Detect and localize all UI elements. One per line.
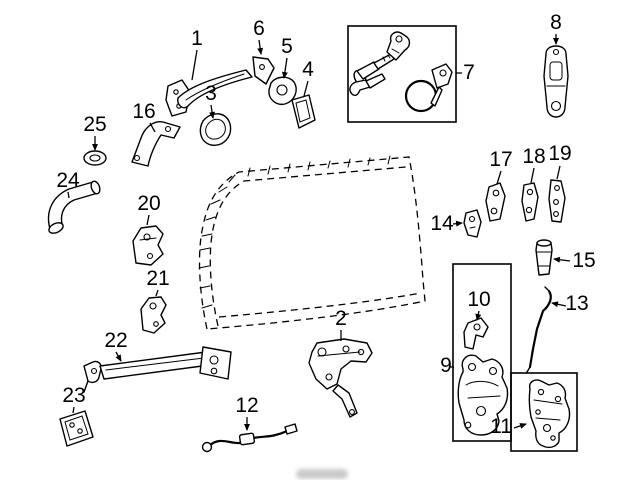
callout-7: 7 <box>463 61 475 84</box>
part-exterior-door-handle: 1 <box>165 27 253 117</box>
callout-4: 4 <box>302 58 314 81</box>
part-handle-carrier: 2 <box>308 307 373 418</box>
callout-8: 8 <box>550 11 562 34</box>
callout-9: 9 <box>440 354 452 377</box>
callout-15: 15 <box>572 249 595 272</box>
group-door-lock: 10 9 <box>440 263 512 442</box>
callout-11: 11 <box>490 415 512 438</box>
part-lock-plate-19: 19 <box>548 142 572 223</box>
part-handle-cap: 5 <box>268 35 297 106</box>
watermark-artifact <box>296 469 348 479</box>
part-handle-bracket: 6 <box>252 17 275 85</box>
callout-18: 18 <box>522 145 545 168</box>
callout-25: 25 <box>83 113 106 136</box>
group-key-set: 7 <box>347 25 475 123</box>
door-edge-hatching <box>198 155 391 309</box>
callout-10: 10 <box>467 288 490 311</box>
callout-21: 21 <box>146 267 169 290</box>
callout-1: 1 <box>191 27 203 50</box>
part-smart-key: 8 <box>543 11 569 118</box>
part-lock-plate-17: 17 <box>485 148 513 222</box>
callout-5: 5 <box>281 35 293 58</box>
part-grommet: 25 <box>83 113 107 166</box>
part-handle-seal: 4 <box>291 58 316 129</box>
callout-6: 6 <box>253 17 265 40</box>
callout-19: 19 <box>548 142 571 165</box>
callout-20: 20 <box>137 192 160 215</box>
part-handle-carrier-bracket: 16 <box>131 100 181 167</box>
door-outline <box>198 155 426 330</box>
part-grab-tube: 24 <box>47 169 101 234</box>
callout-24: 24 <box>56 169 80 192</box>
callout-2: 2 <box>335 307 347 330</box>
group-lock-reinforcement: 11 <box>490 372 578 452</box>
part-striker-pin: 15 <box>535 239 596 276</box>
callout-22: 22 <box>104 329 127 352</box>
callout-23: 23 <box>62 384 85 407</box>
part-striker-plate: 23 <box>59 384 94 447</box>
part-door-check-strap: 22 <box>83 329 232 393</box>
callout-17: 17 <box>489 148 512 171</box>
callout-16: 16 <box>132 100 155 123</box>
callout-3: 3 <box>205 82 217 105</box>
part-hinge-bracket-upper: 20 <box>132 192 164 266</box>
part-handle-gasket: 3 <box>199 82 232 146</box>
callout-14: 14 <box>430 212 454 235</box>
part-lock-plate-18: 18 <box>521 145 546 222</box>
part-lock-rod: 13 <box>526 286 589 373</box>
callout-13: 13 <box>565 292 588 315</box>
part-hinge-bracket-lower: 21 <box>140 267 170 334</box>
part-release-cable: 12 <box>201 394 298 453</box>
part-clip: 14 <box>430 209 482 238</box>
callout-12: 12 <box>235 394 258 417</box>
